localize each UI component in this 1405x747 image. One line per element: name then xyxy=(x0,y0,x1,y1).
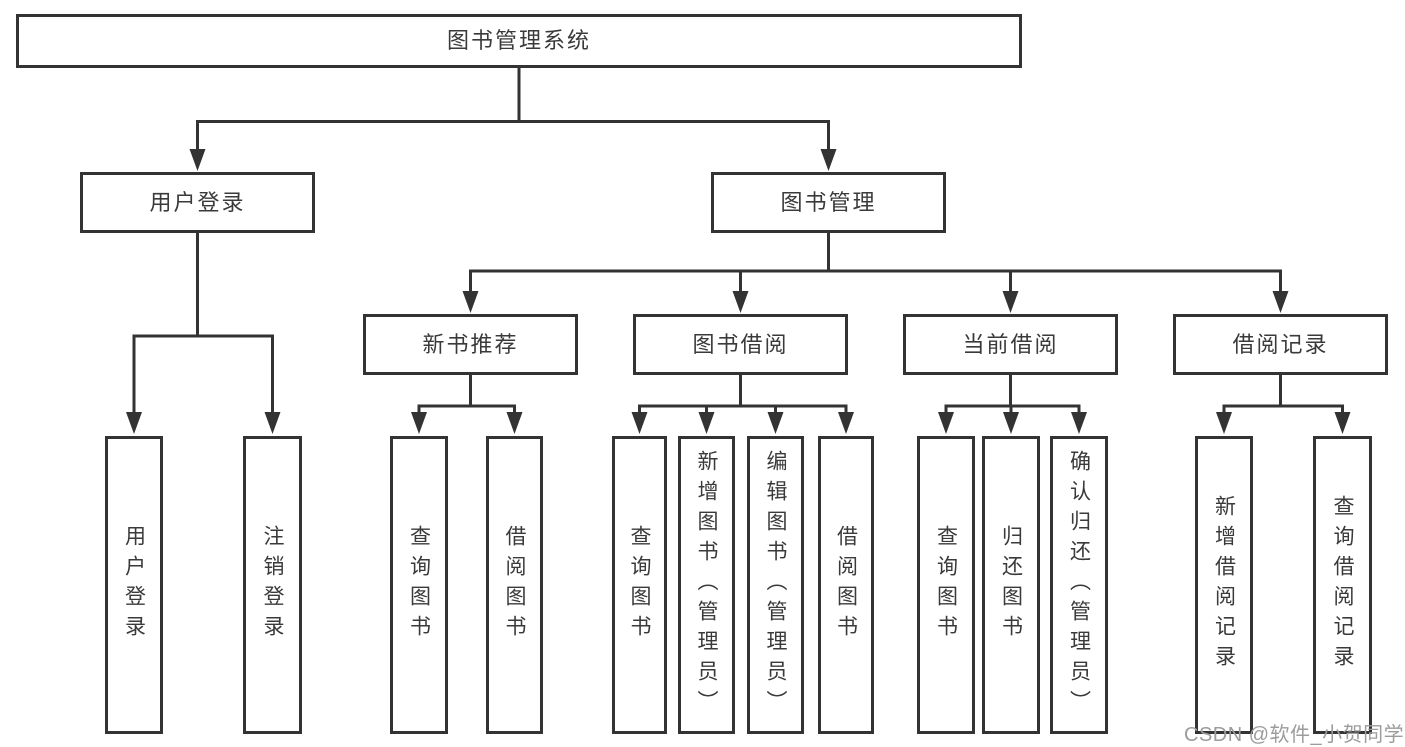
leaf-recommend-borrow-books: 借阅图书 xyxy=(486,436,543,734)
leaf-borrowing-add-book-admin-label: 新增图书（管理员） xyxy=(695,450,718,720)
node-user-login-label: 用户登录 xyxy=(149,189,246,215)
leaf-recommend-query-books: 查询图书 xyxy=(390,436,448,734)
leaf-current-confirm-return-admin-label: 确认归还（管理员） xyxy=(1067,450,1091,720)
node-user-login: 用户登录 xyxy=(80,172,315,233)
leaf-borrowing-edit-book-admin: 编辑图书（管理员） xyxy=(747,436,804,734)
node-borrowing-records-label: 借阅记录 xyxy=(1232,331,1329,357)
node-current-borrowing-label: 当前借阅 xyxy=(962,331,1059,357)
node-new-book-recommendation: 新书推荐 xyxy=(363,314,578,375)
leaf-borrowing-query-books-label: 查询图书 xyxy=(628,525,651,645)
leaf-records-query-record-label: 查询借阅记录 xyxy=(1331,495,1354,675)
leaf-records-add-record: 新增借阅记录 xyxy=(1195,436,1253,734)
leaf-user-login-label: 用户登录 xyxy=(122,525,146,645)
leaf-borrowing-borrow-books: 借阅图书 xyxy=(818,436,874,734)
leaf-recommend-query-books-label: 查询图书 xyxy=(407,525,431,645)
leaf-borrowing-edit-book-admin-label: 编辑图书（管理员） xyxy=(764,450,787,720)
leaf-logout-label: 注销登录 xyxy=(261,525,284,645)
node-current-borrowing: 当前借阅 xyxy=(903,314,1118,375)
leaf-recommend-borrow-books-label: 借阅图书 xyxy=(503,525,526,645)
leaf-borrowing-borrow-books-label: 借阅图书 xyxy=(834,525,858,645)
node-new-book-recommendation-label: 新书推荐 xyxy=(422,331,519,357)
leaf-borrowing-add-book-admin: 新增图书（管理员） xyxy=(678,436,735,734)
leaf-records-add-record-label: 新增借阅记录 xyxy=(1212,495,1236,675)
leaf-current-query-books: 查询图书 xyxy=(917,436,975,734)
node-book-management-label: 图书管理 xyxy=(780,189,877,215)
leaf-current-return-books: 归还图书 xyxy=(982,436,1040,734)
node-book-borrowing: 图书借阅 xyxy=(633,314,848,375)
leaf-current-confirm-return-admin: 确认归还（管理员） xyxy=(1050,436,1108,734)
node-library-system-label: 图书管理系统 xyxy=(446,28,591,53)
leaf-logout: 注销登录 xyxy=(243,436,302,734)
leaf-user-login: 用户登录 xyxy=(105,436,163,734)
csdn-watermark: CSDN @软件_小贺同学 xyxy=(1184,724,1405,746)
node-borrowing-records: 借阅记录 xyxy=(1173,314,1388,375)
node-library-system: 图书管理系统 xyxy=(16,14,1022,68)
node-book-borrowing-label: 图书借阅 xyxy=(692,331,789,357)
leaf-borrowing-query-books: 查询图书 xyxy=(612,436,667,734)
node-book-management: 图书管理 xyxy=(711,172,946,233)
leaf-current-query-books-label: 查询图书 xyxy=(934,525,958,645)
leaf-current-return-books-label: 归还图书 xyxy=(999,525,1023,645)
leaf-records-query-record: 查询借阅记录 xyxy=(1313,436,1372,734)
